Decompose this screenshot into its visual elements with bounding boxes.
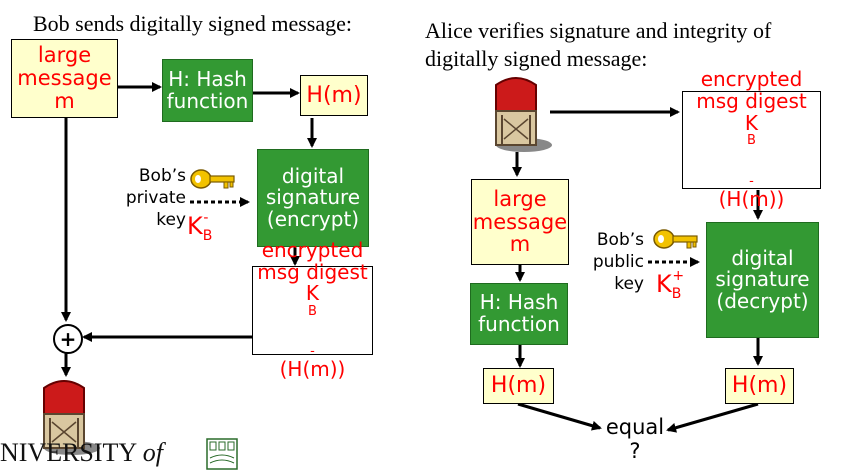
left-large-message-box: large message m (11, 39, 118, 118)
left-hm-label: H(m) (306, 82, 362, 108)
left-caption: Bob sends digitally signed message: (33, 11, 352, 36)
left-sig-line2: signature (265, 185, 361, 210)
right-key-line3: key (614, 274, 644, 294)
right-large-message-line3: m (509, 232, 531, 257)
left-key-symbol: KB- (187, 210, 213, 244)
right-sig-line2: signature (715, 267, 810, 292)
right-caption-line1: Alice verifies signature and integrity o… (425, 18, 772, 43)
crest-icon (206, 438, 238, 470)
equal-question-label: equal ? (598, 415, 672, 463)
right-sig-line3: (decrypt) (716, 288, 809, 313)
right-key-line1: Bob’s (596, 230, 644, 250)
right-hm-right-box: H(m) (725, 368, 794, 404)
right-large-message-line1: large (493, 186, 547, 211)
left-hash-line2: function (166, 88, 249, 113)
left-sig-line1: digital (281, 163, 345, 188)
mailbox-icon (495, 77, 552, 152)
left-signature-encrypt-box: digital signature (encrypt) (257, 149, 369, 247)
arrow-hm-right-to-equal (666, 402, 759, 433)
right-hm-left-box: H(m) (483, 368, 554, 404)
right-hash-line1: H: Hash (479, 290, 559, 315)
key-icon (653, 229, 698, 249)
right-hash-function-box: H: Hash function (470, 283, 568, 345)
right-large-message-box: large message m (471, 179, 569, 265)
left-large-message-line2: message (17, 66, 112, 91)
right-key-line2: public (592, 252, 644, 272)
right-digest-line1: encrypted (700, 67, 803, 92)
right-key-symbol: KB+ (656, 268, 685, 302)
right-sig-line1: digital (731, 245, 794, 270)
left-key-line2: private (125, 188, 186, 208)
right-caption-line2: digitally signed message: (425, 46, 648, 71)
arrow-hm-left-to-equal (517, 402, 602, 431)
left-large-message-line3: m (54, 88, 75, 113)
right-digest-line2: msg digest (696, 89, 807, 114)
left-key-line3: key (156, 210, 186, 230)
left-hash-line1: H: Hash (168, 66, 247, 91)
left-digest-line1: encrypted (261, 237, 364, 262)
left-large-message-line1: large (37, 43, 92, 68)
right-public-key-label: Bob’s public key (562, 229, 644, 295)
university-wordmark: NIVERSITY of (0, 438, 163, 467)
right-hm-left-label: H(m) (490, 373, 547, 399)
left-hm-box: H(m) (300, 75, 368, 116)
left-private-key-label: Bob’s private key (96, 165, 186, 231)
mailbox-icon (43, 380, 100, 455)
left-digest-line2: msg digest (257, 259, 368, 284)
right-large-message-line2: message (472, 209, 568, 234)
left-key-line1: Bob’s (138, 166, 186, 186)
equal-line2: ? (629, 439, 641, 463)
right-hash-line2: function (478, 312, 560, 336)
right-caption: Alice verifies signature and integrity o… (425, 17, 771, 73)
left-sig-line3: (encrypt) (266, 206, 360, 231)
left-hash-function-box: H: Hash function (162, 59, 253, 122)
right-signature-decrypt-box: digital signature (decrypt) (706, 222, 819, 338)
right-hm-right-label: H(m) (731, 373, 788, 399)
plus-circle-icon: + (53, 324, 83, 354)
key-icon (190, 169, 235, 189)
equal-line1: equal (605, 415, 665, 439)
